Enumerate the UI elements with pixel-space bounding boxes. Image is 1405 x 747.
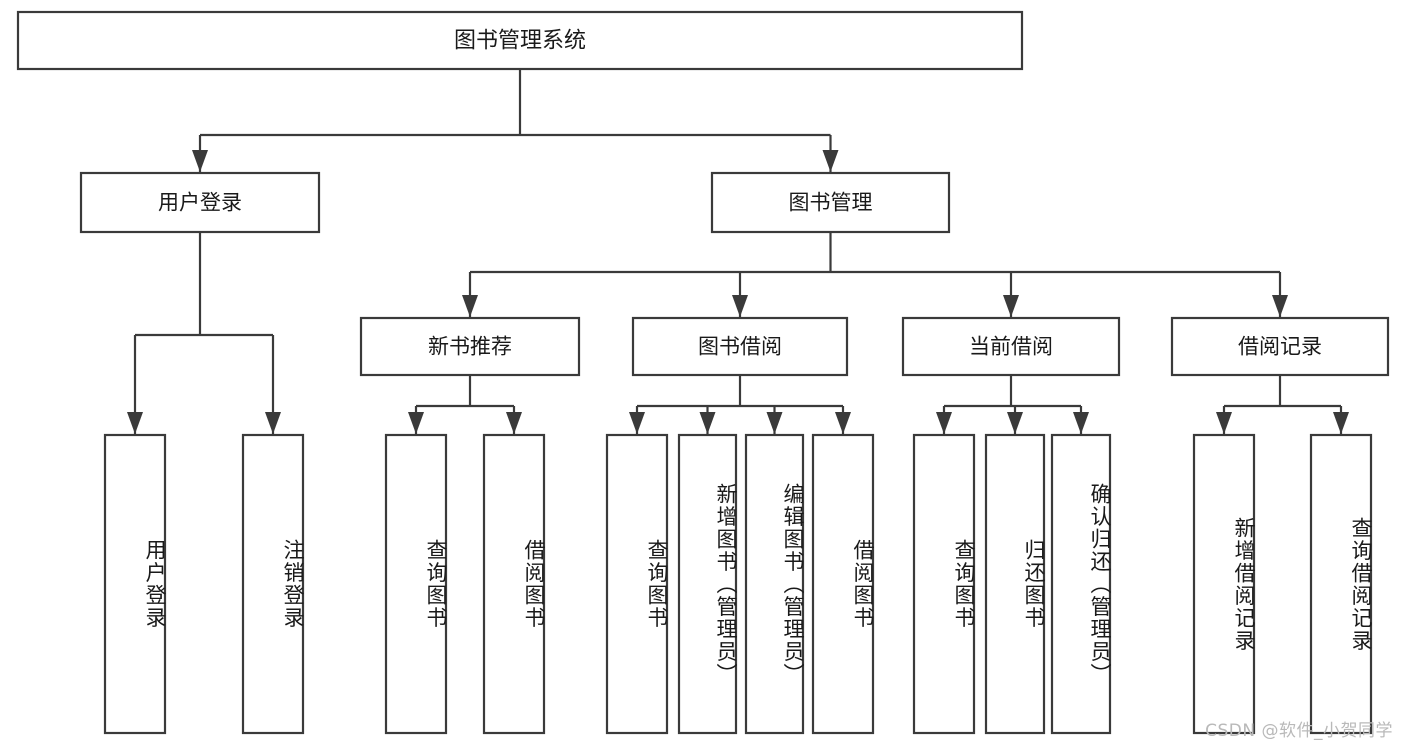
node-box-leaf-return-book[interactable]: [984, 433, 1046, 735]
node-box-leaf-borrow-book-1[interactable]: [482, 433, 546, 735]
node-box-current-borrow[interactable]: [901, 316, 1121, 377]
node-box-leaf-borrow-book-2[interactable]: [811, 433, 875, 735]
node-label-current-borrow: 当前借阅: [969, 335, 1053, 359]
node-box-leaf-query-record[interactable]: [1309, 433, 1373, 735]
node-box-leaf-user-logout[interactable]: [241, 433, 305, 735]
arrow-head-icon-book-borrow: [732, 295, 748, 317]
arrow-head-icon-borrow-records: [1272, 295, 1288, 317]
arrow-head-icon-leaf-user-logout: [265, 412, 281, 434]
node-label-user-login: 用户登录: [158, 191, 242, 215]
arrow-head-icon-leaf-borrow-book-2: [835, 412, 851, 434]
arrow-head-icon-leaf-confirm-return: [1073, 412, 1089, 434]
node-label-new-book-recommend: 新书推荐: [428, 335, 512, 359]
arrow-head-icon-leaf-add-book: [699, 412, 716, 434]
arrow-head-icon-leaf-borrow-book-1: [506, 412, 522, 434]
arrow-head-icon-leaf-return-book: [1007, 412, 1023, 434]
arrow-head-icon-current-borrow: [1003, 295, 1019, 317]
arrow-head-icon-leaf-edit-book: [766, 412, 783, 434]
node-label-borrow-records: 借阅记录: [1238, 335, 1322, 359]
arrow-head-icon-book-management: [822, 150, 839, 172]
node-box-leaf-query-book-2[interactable]: [605, 433, 669, 735]
arrow-head-icon-new-book-recommend: [462, 295, 478, 317]
arrow-head-icon-leaf-query-record: [1333, 412, 1349, 434]
node-label-book-borrow: 图书借阅: [698, 335, 782, 359]
arrow-head-icon-leaf-query-book-1: [408, 412, 424, 434]
arrow-head-icon-user-login: [192, 150, 208, 172]
node-box-layer: [16, 10, 1390, 735]
arrow-head-icon-leaf-query-book-2: [629, 412, 645, 434]
node-box-user-login[interactable]: [79, 171, 321, 234]
csdn-watermark: CSDN @软件_小贺同学: [1205, 721, 1393, 741]
node-label-book-management: 图书管理: [789, 191, 873, 215]
node-box-root[interactable]: [16, 10, 1024, 71]
node-box-leaf-user-login[interactable]: [103, 433, 167, 735]
connector-layer: [127, 69, 1349, 434]
node-box-leaf-query-book-1[interactable]: [384, 433, 448, 735]
node-box-book-borrow[interactable]: [631, 316, 849, 377]
node-box-leaf-query-book-3[interactable]: [912, 433, 976, 735]
node-box-leaf-edit-book[interactable]: [744, 433, 805, 735]
arrow-head-icon-leaf-user-login: [127, 412, 143, 434]
node-box-leaf-add-record[interactable]: [1192, 433, 1256, 735]
node-box-borrow-records[interactable]: [1170, 316, 1390, 377]
node-box-leaf-confirm-return[interactable]: [1050, 433, 1112, 735]
node-label-root: 图书管理系统: [454, 29, 586, 54]
arrow-head-icon-leaf-query-book-3: [936, 412, 952, 434]
node-box-book-management[interactable]: [710, 171, 951, 234]
arrow-head-icon-leaf-add-record: [1216, 412, 1232, 434]
node-box-leaf-add-book[interactable]: [677, 433, 738, 735]
node-box-new-book-recommend[interactable]: [359, 316, 581, 377]
